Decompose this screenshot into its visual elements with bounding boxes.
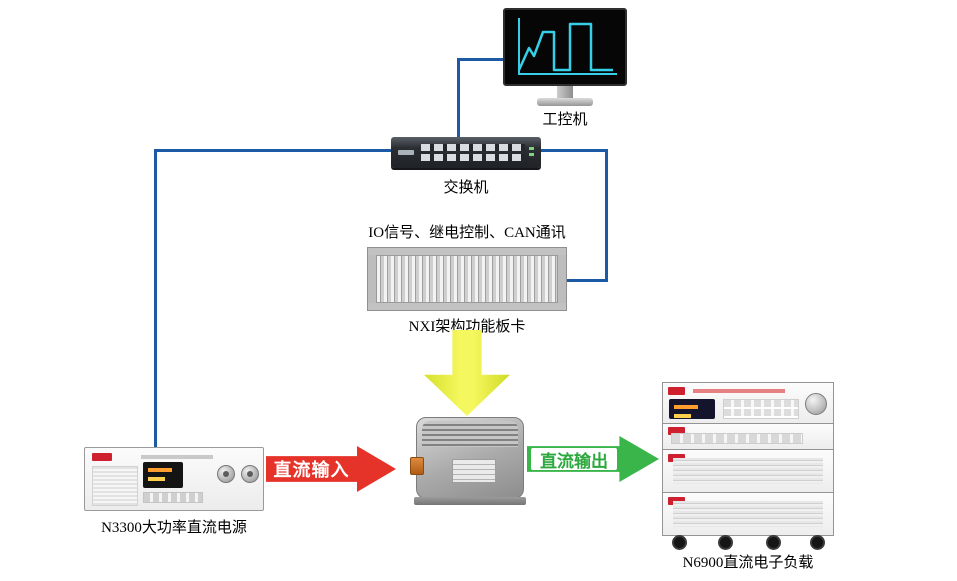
load-caster-wheel-3 bbox=[766, 535, 781, 550]
label-dc-power-supply: N3300大功率直流电源 bbox=[101, 520, 247, 536]
cable-pc-vertical bbox=[457, 58, 460, 138]
monitor-waveform-icon bbox=[517, 18, 617, 75]
load-unit-vented-2 bbox=[662, 492, 834, 536]
load-unit-control bbox=[662, 382, 834, 424]
monitor-screen bbox=[503, 8, 627, 86]
rack-rail-top bbox=[368, 248, 566, 256]
rack-card-slots bbox=[377, 256, 557, 302]
psu-button-row bbox=[143, 492, 203, 503]
load-unit-vented-1 bbox=[662, 449, 834, 493]
dc-power-supply bbox=[84, 447, 264, 511]
load-brand-logo-2 bbox=[668, 427, 685, 435]
load-display-reading-2 bbox=[674, 414, 691, 418]
network-switch bbox=[391, 137, 541, 168]
industrial-pc bbox=[503, 8, 627, 112]
label-bus-caption: IO信号、继电控制、CAN通讯 bbox=[368, 225, 566, 241]
load-rotary-knob bbox=[805, 393, 827, 415]
label-nxi-rack: NXI架构功能板卡 bbox=[408, 319, 526, 335]
dut-mounting-flange bbox=[414, 497, 526, 505]
psu-output-connector-2 bbox=[241, 465, 259, 483]
monitor-stand-neck bbox=[557, 86, 573, 99]
switch-led-block bbox=[529, 147, 534, 158]
rack-rail-bottom bbox=[368, 302, 566, 310]
dc-input-arrow: 直流输入 bbox=[266, 446, 396, 492]
psu-connector-hole-2 bbox=[247, 471, 253, 477]
psu-output-connector-1 bbox=[217, 465, 235, 483]
load-display bbox=[669, 399, 715, 419]
label-network-switch: 交换机 bbox=[443, 180, 489, 196]
psu-display bbox=[143, 462, 183, 488]
dc-output-arrow: 直流输出 bbox=[527, 436, 659, 482]
control-down-arrow bbox=[424, 330, 510, 416]
psu-display-reading-1 bbox=[148, 468, 172, 472]
psu-vents bbox=[92, 466, 138, 506]
load-strip-buttons bbox=[671, 433, 803, 444]
label-industrial-pc: 工控机 bbox=[542, 112, 588, 128]
load-keypad bbox=[723, 399, 799, 419]
load-unit-strip bbox=[662, 423, 834, 450]
dut-heatsink-fins bbox=[422, 421, 518, 447]
switch-ports bbox=[421, 144, 525, 162]
cable-rack-entry-horizontal bbox=[567, 279, 608, 282]
cable-pc-horizontal bbox=[457, 58, 505, 61]
cable-switch-rack-vertical bbox=[605, 149, 608, 282]
load-brand-logo-1 bbox=[668, 387, 685, 395]
load-display-reading-1 bbox=[674, 405, 698, 409]
psu-display-reading-2 bbox=[148, 477, 165, 481]
rack-ear-left bbox=[368, 255, 377, 303]
dut-converter bbox=[410, 417, 530, 505]
rack-ear-right bbox=[557, 255, 566, 303]
cable-switch-psu-vertical bbox=[154, 149, 157, 448]
dc-input-arrow-label: 直流输入 bbox=[273, 460, 350, 480]
dut-label-sticker bbox=[452, 459, 496, 483]
switch-port-row-bottom bbox=[421, 154, 525, 161]
dut-orange-connector bbox=[410, 457, 424, 475]
psu-brand-logo bbox=[92, 453, 112, 461]
psu-model-text-bar bbox=[141, 455, 213, 459]
load-title-bar bbox=[693, 389, 785, 393]
load-vents-1 bbox=[673, 458, 823, 484]
load-caster-wheel-2 bbox=[718, 535, 733, 550]
load-caster-wheel-4 bbox=[810, 535, 825, 550]
cable-switch-psu-horizontal bbox=[154, 149, 392, 152]
electronic-load bbox=[662, 382, 834, 552]
cable-switch-rack-horizontal bbox=[541, 149, 608, 152]
load-caster-wheel-1 bbox=[672, 535, 687, 550]
switch-logo bbox=[398, 150, 414, 155]
dc-output-arrow-label: 直流输出 bbox=[531, 448, 617, 471]
monitor-stand-base bbox=[537, 98, 593, 106]
switch-port-row-top bbox=[421, 144, 525, 151]
label-electronic-load: N6900直流电子负载 bbox=[682, 555, 814, 571]
load-vents-2 bbox=[673, 501, 823, 527]
nxi-rack bbox=[367, 247, 567, 311]
psu-connector-hole-1 bbox=[223, 471, 229, 477]
